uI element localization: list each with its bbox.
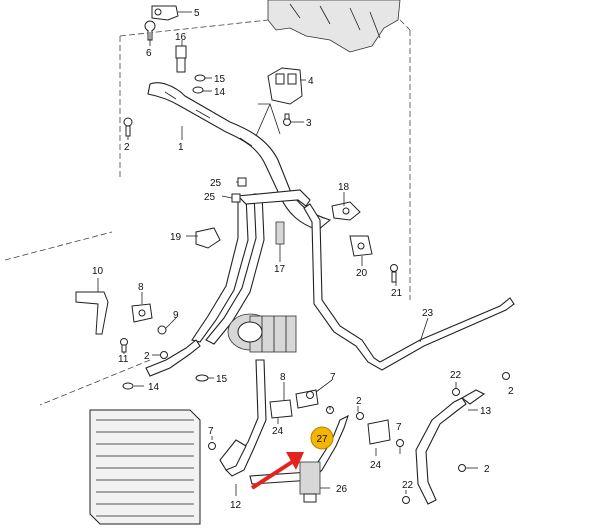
- dashed-outline: [4, 19, 411, 261]
- callout-14-lower[interactable]: 14: [148, 382, 160, 393]
- callout-22-lower[interactable]: 22: [402, 480, 414, 491]
- part-20-bracket: [349, 235, 373, 257]
- condenser: [89, 409, 201, 525]
- o-ring-15-upper: [194, 74, 206, 82]
- callout-8-lower[interactable]: 8: [280, 372, 286, 383]
- callout-2-d[interactable]: 2: [508, 386, 514, 397]
- part-22-ring-b: [402, 496, 410, 504]
- o-ring-14-upper: [192, 86, 204, 94]
- part-3-bolt: [283, 113, 291, 126]
- part-7-nut-a: [208, 442, 216, 450]
- part-16-sensor: [175, 45, 187, 73]
- callout-2-mid[interactable]: 2: [144, 351, 150, 362]
- callout-5[interactable]: 5: [194, 8, 200, 19]
- engine-block: [267, 0, 401, 53]
- part-8-bracket-upper: [131, 303, 153, 323]
- part-22-ring-a: [452, 388, 460, 396]
- callout-2-upper[interactable]: 2: [124, 142, 130, 153]
- callout-21[interactable]: 21: [391, 288, 403, 299]
- part-2-bolt-upper: [123, 117, 133, 137]
- line-23: [303, 203, 515, 371]
- callout-7-a[interactable]: 7: [330, 372, 336, 383]
- callout-19[interactable]: 19: [170, 232, 182, 243]
- part-26-valve: [299, 461, 321, 503]
- callout-16[interactable]: 16: [175, 32, 187, 43]
- callout-24-b[interactable]: 24: [370, 460, 382, 471]
- part-25-cap-b: [231, 193, 241, 203]
- o-ring-15-lower: [195, 374, 209, 382]
- o-ring-14-lower: [122, 382, 134, 390]
- callout-25-a[interactable]: 25: [210, 178, 222, 189]
- callout-18[interactable]: 18: [338, 182, 350, 193]
- part-7-nut-c: [396, 439, 404, 447]
- hose-13: [415, 389, 486, 505]
- callout-17[interactable]: 17: [274, 264, 286, 275]
- callout-8-upper[interactable]: 8: [138, 282, 144, 293]
- callout-7-c[interactable]: 7: [208, 426, 214, 437]
- callout-24-a[interactable]: 24: [272, 426, 284, 437]
- part-10-bracket: [75, 291, 109, 335]
- red-arrow: [250, 452, 304, 490]
- line-branch-left: [191, 189, 311, 345]
- part-25-cap-a: [237, 177, 247, 187]
- part-18-flange: [331, 201, 361, 221]
- callout-13[interactable]: 13: [480, 406, 492, 417]
- part-5-bracket: [151, 5, 179, 21]
- callout-22-upper[interactable]: 22: [450, 370, 462, 381]
- hose-lower-left: [145, 339, 201, 377]
- callout-27-highlight[interactable]: 27: [310, 426, 334, 450]
- callout-7-b[interactable]: 7: [396, 422, 402, 433]
- leader-lines: [97, 11, 478, 496]
- part-4-valve: [267, 67, 303, 105]
- part-2-bolt-mid: [160, 351, 168, 359]
- callout-10[interactable]: 10: [92, 266, 104, 277]
- callout-2-c[interactable]: 2: [356, 396, 362, 407]
- callout-15-upper[interactable]: 15: [214, 74, 226, 85]
- part-9-nut: [157, 325, 167, 335]
- callout-25-b[interactable]: 25: [204, 192, 216, 203]
- callout-26[interactable]: 26: [336, 484, 348, 495]
- compressor: [227, 313, 297, 353]
- callout-27-label: 27: [316, 434, 328, 445]
- callout-14-upper[interactable]: 14: [214, 87, 226, 98]
- part-24-bracket-b: [367, 419, 391, 445]
- callout-3[interactable]: 3: [306, 118, 312, 129]
- part-2-bolt-f: [502, 372, 510, 380]
- part-17-clip: [275, 221, 285, 245]
- callout-20[interactable]: 20: [356, 268, 368, 279]
- part-7-nut-b: [306, 391, 314, 399]
- callout-1[interactable]: 1: [178, 142, 184, 153]
- part-19-grommet: [195, 227, 221, 249]
- callout-9[interactable]: 9: [173, 310, 179, 321]
- callout-11[interactable]: 11: [118, 354, 129, 365]
- callout-2-e[interactable]: 2: [484, 464, 490, 475]
- callout-4[interactable]: 4: [308, 76, 314, 87]
- callout-12[interactable]: 12: [230, 500, 242, 511]
- part-2-bolt-e: [458, 464, 466, 472]
- part-11-bolt: [120, 338, 128, 353]
- callout-23[interactable]: 23: [422, 308, 434, 319]
- part-2-bolt-d: [356, 412, 364, 420]
- part-21-bolt: [390, 264, 398, 283]
- callout-labels: 5 6 16 15 14 4 3 2 1 25 25 18 19 17 20 1…: [92, 8, 514, 511]
- part-24-bracket-a: [269, 399, 293, 419]
- callout-6[interactable]: 6: [146, 48, 152, 59]
- callout-15-lower[interactable]: 15: [216, 374, 228, 385]
